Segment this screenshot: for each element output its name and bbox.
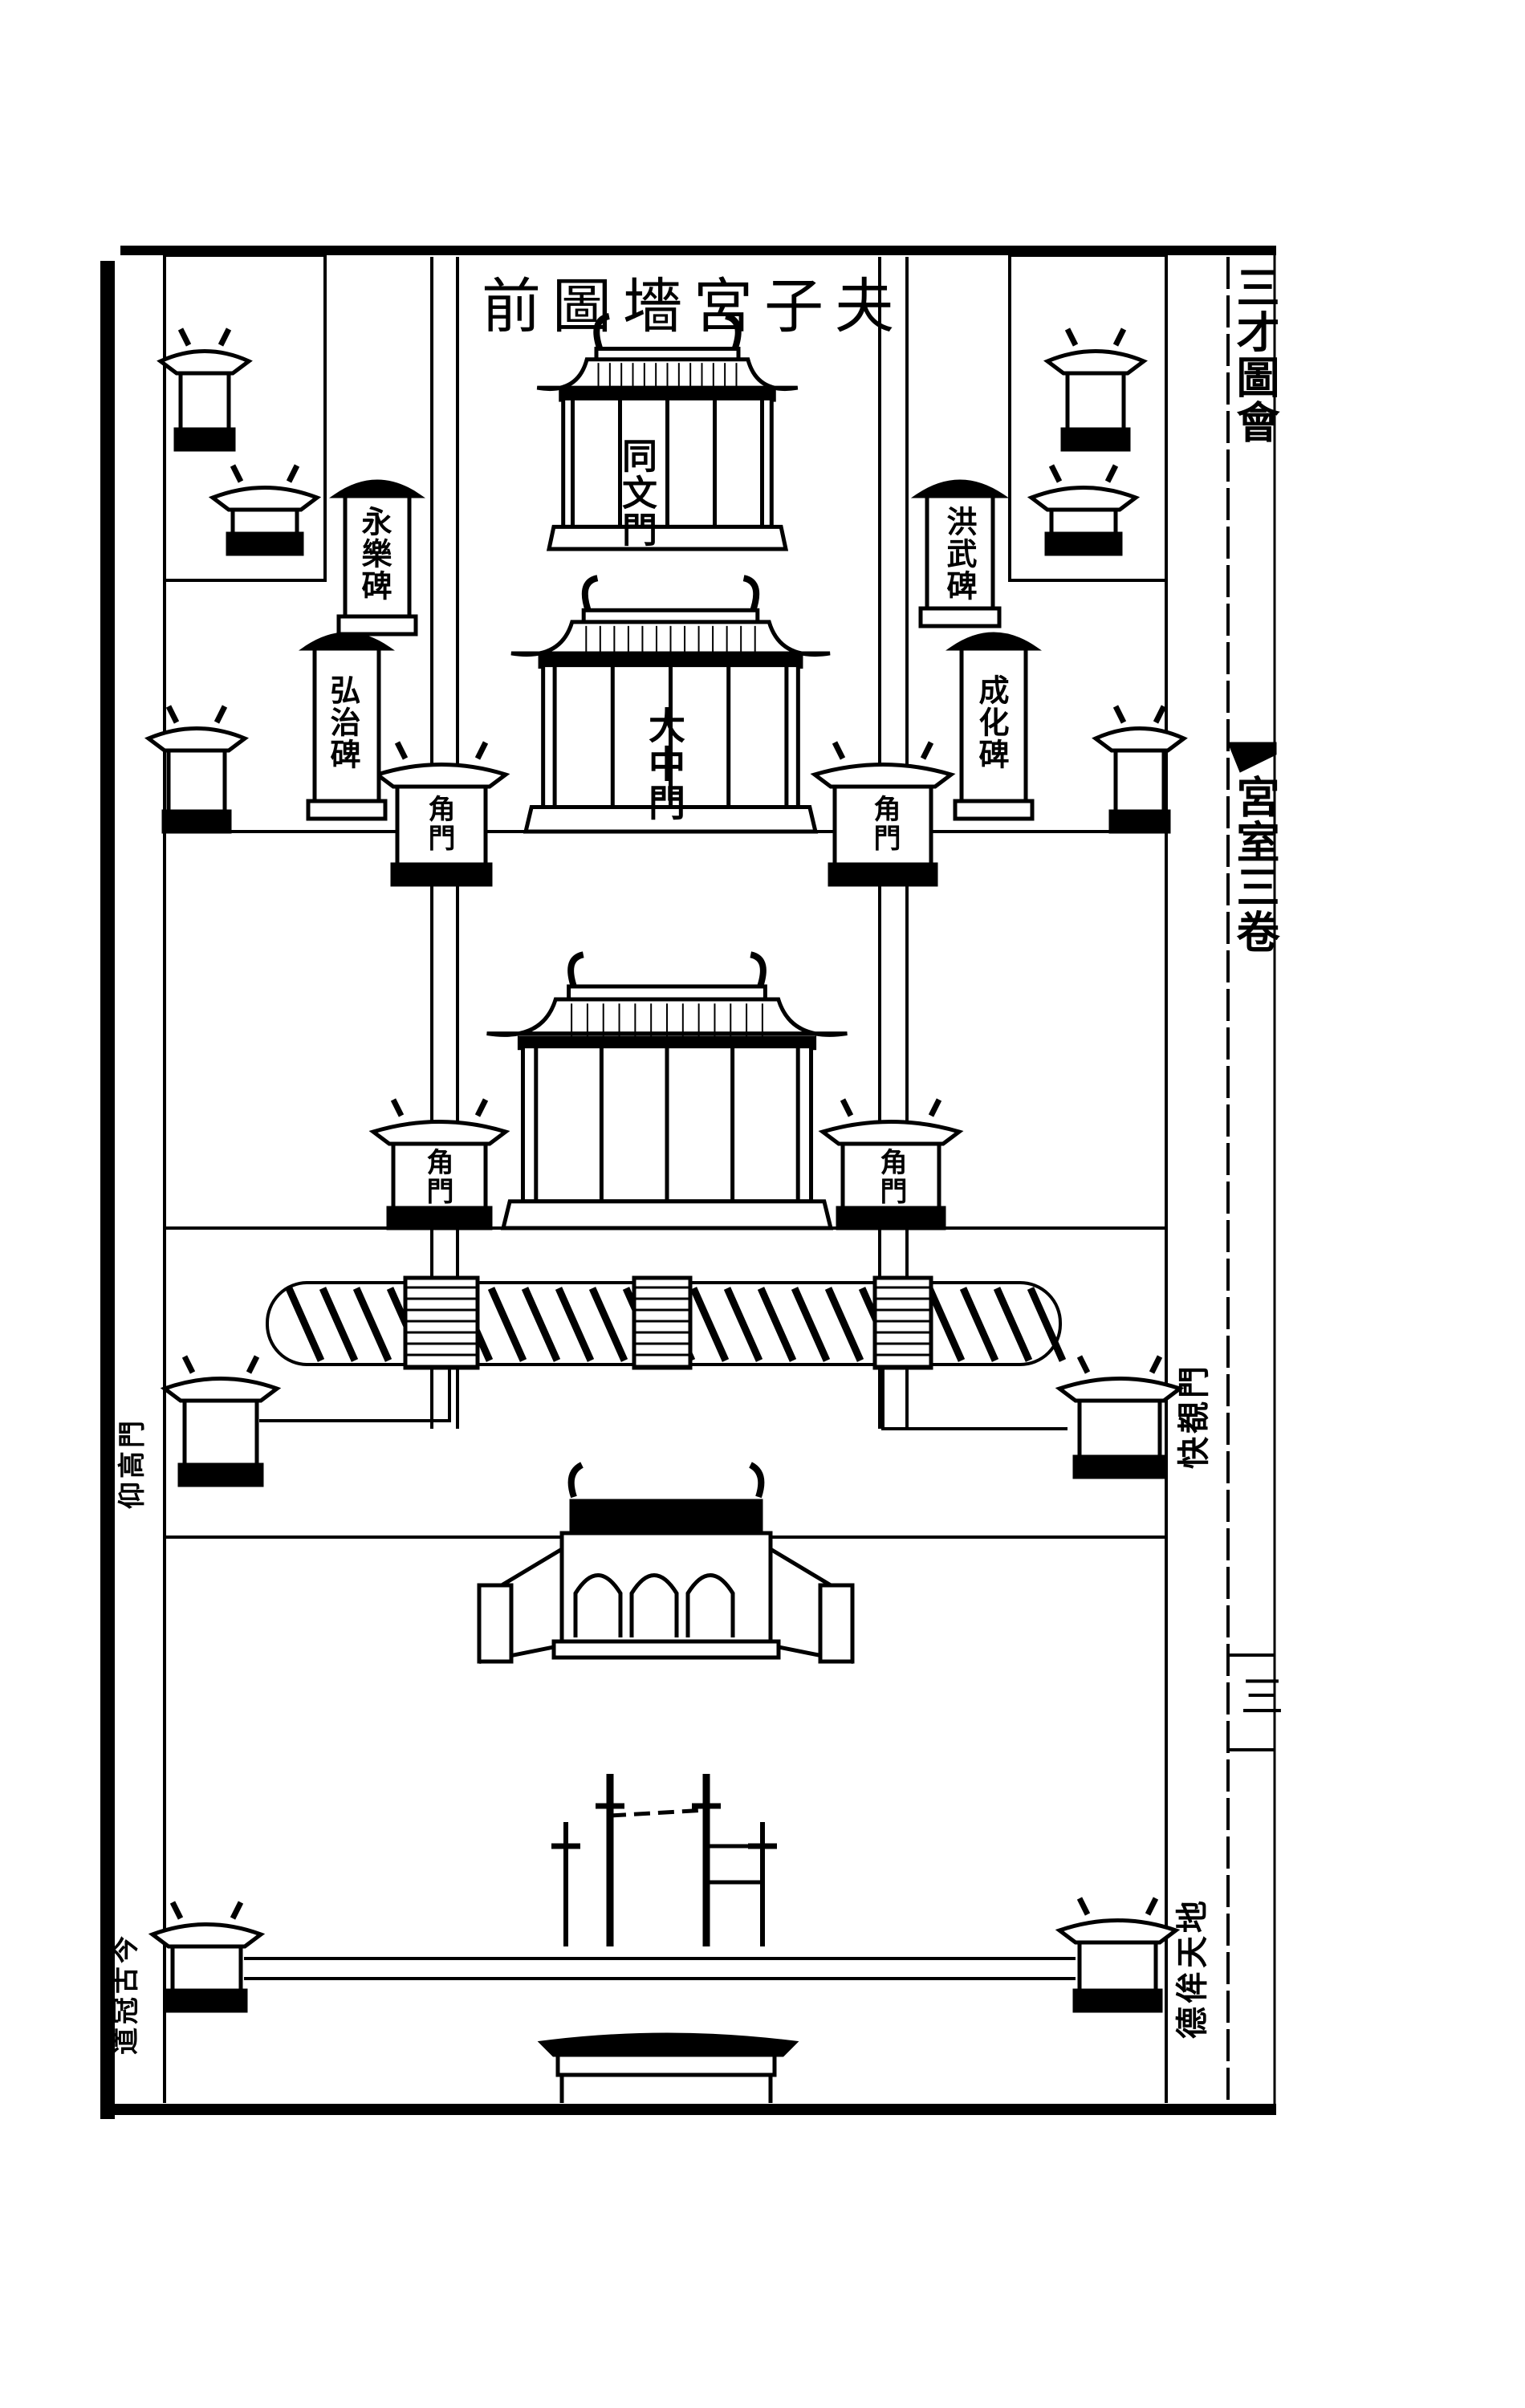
right-gate-label: 快覩門	[1175, 1363, 1213, 1469]
right-side-gate	[1055, 1355, 1185, 1479]
right-arch-gate	[1055, 1897, 1181, 2013]
bridge	[632, 1275, 693, 1370]
stele-hongzhi	[298, 632, 396, 821]
left-gate-label: 仰高門	[116, 1418, 148, 1509]
corner-pavilion-e	[1092, 705, 1188, 834]
stele-yongle	[328, 479, 426, 637]
hong-dao-men-gate	[486, 951, 848, 1230]
corner-gate-label: 角門	[423, 795, 455, 852]
corner-gate-sw	[368, 1098, 510, 1230]
book-title: 三才圖會	[1229, 265, 1280, 445]
top-gate	[536, 312, 799, 551]
corner-pavilion-w	[144, 705, 250, 834]
da-zhong-men-label: 大中門	[643, 706, 686, 822]
pavilion-top-left-a	[157, 327, 253, 452]
da-zhong-men-gate	[510, 575, 831, 834]
left-arch-label: 道冠古今	[110, 1933, 142, 2055]
section-title: 宮室三卷	[1229, 775, 1280, 954]
lingxing-gate	[551, 1774, 777, 1946]
corner-gate-label: 角門	[875, 1148, 907, 1206]
right-arch-label: 德侔天地	[1173, 1898, 1211, 2039]
stele-hongzhi-label: 弘治碑	[325, 674, 361, 771]
stele-chenghua-label: 成化碑	[974, 674, 1010, 771]
pavilion-top-left-b	[208, 464, 322, 556]
corner-gate-ne	[810, 741, 956, 887]
bridge	[403, 1275, 480, 1370]
pavilion-top-right-a	[1043, 327, 1149, 452]
left-arch-gate	[148, 1901, 266, 2013]
stele-hongwu-label: 洪武碑	[941, 506, 978, 602]
stele-hongwu	[910, 479, 1010, 628]
three-arch-gate	[477, 1462, 855, 1665]
page-number: 三	[1233, 1674, 1283, 1719]
moat-bridge	[266, 1275, 1067, 1370]
pavilion-top-right-b	[1027, 464, 1141, 556]
corner-gate-nw	[372, 741, 510, 887]
top-gate-label: 同文門	[616, 437, 657, 548]
corner-gate-label: 角門	[868, 795, 901, 852]
bridge	[872, 1275, 933, 1370]
stele-yongle-label: 永樂碑	[356, 506, 392, 602]
corner-gate-se	[818, 1098, 964, 1230]
left-side-gate	[160, 1355, 282, 1487]
bottom-screen-wall	[537, 2032, 799, 2103]
page-title: 夫子宮墻圖前	[482, 272, 905, 341]
corner-gate-label: 角門	[421, 1148, 453, 1206]
stele-chenghua	[945, 632, 1043, 821]
